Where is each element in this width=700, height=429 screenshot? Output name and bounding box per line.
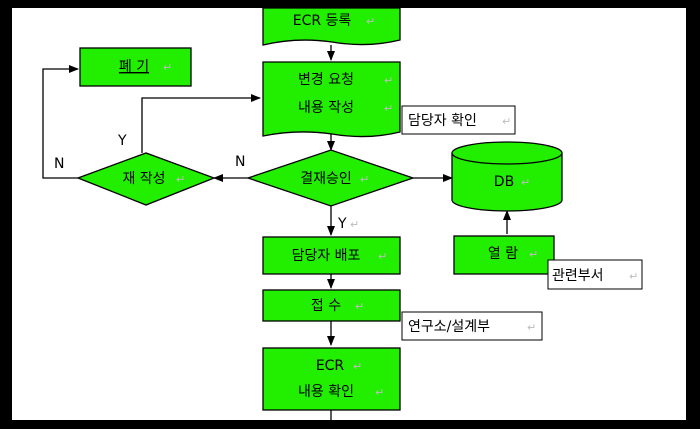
view-mark: ↵ bbox=[529, 248, 538, 261]
receive-shape bbox=[262, 289, 401, 322]
connectors bbox=[42, 45, 511, 420]
change-request-line1-mark: ↵ bbox=[384, 74, 393, 87]
flowchart-svg: ECR 등록 ↵ 폐 기 ↵ 변경 요청 ↵ 내용 작성 ↵ 담당자 확인 ↵ … bbox=[42, 8, 643, 420]
discard-mark: ↵ bbox=[163, 61, 172, 74]
rewrite-mark: ↵ bbox=[176, 173, 185, 186]
rewrite-decision-shape bbox=[76, 152, 216, 206]
view-shape bbox=[453, 235, 555, 275]
change-request-line2-mark: ↵ bbox=[384, 102, 393, 115]
person-check-label: 담당자 확인 bbox=[408, 113, 477, 129]
related-dept-mark: ↵ bbox=[629, 270, 638, 283]
discard-label: 폐 기 bbox=[119, 59, 149, 75]
edge-label-rewrite-yes: Y bbox=[117, 133, 127, 149]
approval-decision-shape bbox=[245, 149, 416, 207]
approval-mark: ↵ bbox=[360, 173, 369, 186]
receive-label: 접 수 bbox=[311, 298, 341, 314]
change-request-line1: 변경 요청 bbox=[298, 72, 354, 88]
distribute-mark: ↵ bbox=[378, 250, 387, 263]
person-check-note bbox=[401, 105, 516, 135]
ecr-confirm-line1: ECR bbox=[316, 358, 345, 374]
lab-design-label: 연구소/설계부 bbox=[408, 319, 490, 335]
distribute-shape bbox=[262, 236, 401, 275]
edge-label-rewrite-no: N bbox=[54, 156, 64, 172]
edge-label-approval-yes-mark: ↵ bbox=[350, 218, 359, 231]
db-mark: ↵ bbox=[521, 176, 530, 189]
ecr-confirm-shape bbox=[262, 347, 401, 411]
ecr-register-shape bbox=[262, 8, 401, 46]
ecr-confirm-line2: 내용 확인 bbox=[298, 384, 354, 400]
person-check-mark: ↵ bbox=[502, 115, 511, 128]
edge-label-approval-yes: Y bbox=[337, 216, 347, 232]
ecr-confirm-line1-mark: ↵ bbox=[353, 360, 362, 373]
flowchart-canvas: ECR 등록 ↵ 폐 기 ↵ 변경 요청 ↵ 내용 작성 ↵ 담당자 확인 ↵ … bbox=[12, 8, 686, 420]
edge-rewrite-no-to-discard bbox=[42, 65, 79, 179]
edge-rewrite-yes-to-request bbox=[141, 94, 261, 153]
change-request-line2: 내용 작성 bbox=[298, 100, 354, 116]
lab-design-mark: ↵ bbox=[527, 321, 536, 334]
receive-mark: ↵ bbox=[355, 300, 364, 313]
change-request-shape bbox=[262, 61, 401, 138]
approval-label: 결재승인 bbox=[300, 171, 352, 187]
discard-shape bbox=[79, 47, 192, 87]
related-dept-label: 관련부서 bbox=[552, 268, 604, 284]
view-label: 열 람 bbox=[488, 246, 518, 262]
lab-design-note bbox=[401, 311, 543, 341]
related-dept-note bbox=[547, 259, 643, 290]
edge-label-approval-no: N bbox=[235, 154, 245, 170]
db-cylinder bbox=[451, 141, 563, 212]
ecr-confirm-line2-mark: ↵ bbox=[375, 386, 384, 399]
distribute-label: 담당자 배포 bbox=[292, 248, 361, 264]
ecr-register-label: ECR 등록 bbox=[293, 13, 352, 29]
rewrite-label: 재 작성 bbox=[122, 171, 165, 187]
ecr-register-mark: ↵ bbox=[366, 15, 375, 28]
db-label: DB bbox=[494, 174, 514, 190]
